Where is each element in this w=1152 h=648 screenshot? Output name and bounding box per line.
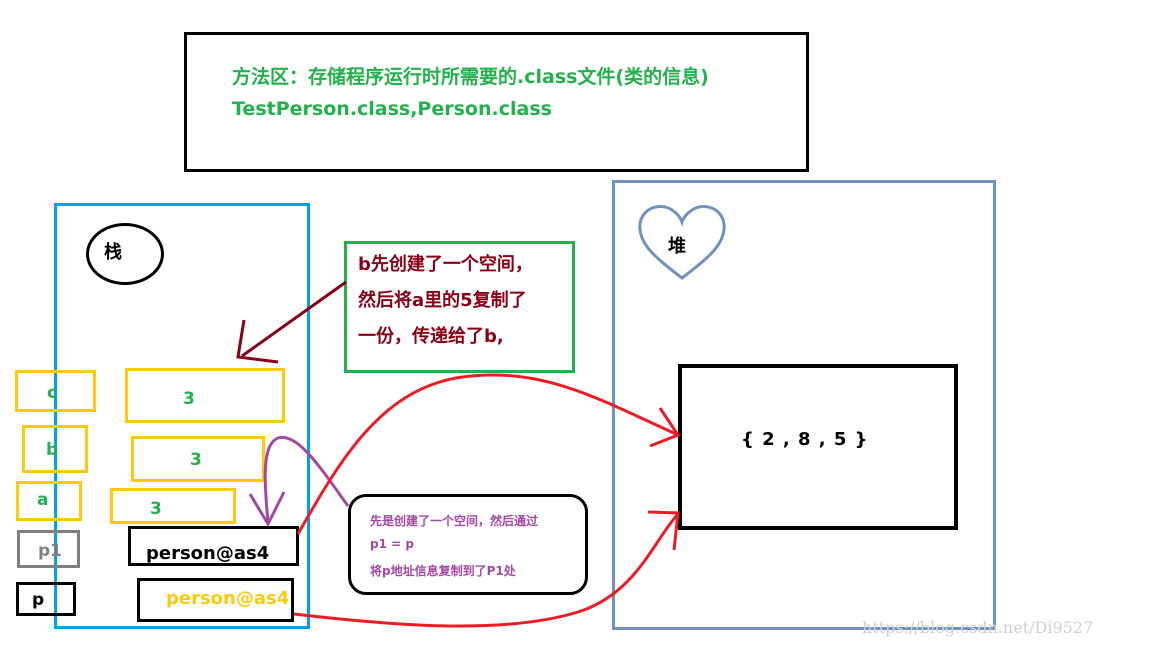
heap-array-object [678,364,958,530]
stack-area-box [54,203,310,629]
note-b-line: 然后将a里的5复制了 [358,290,527,311]
heap-array-values: { 2 , 8 , 5 } [741,429,869,450]
var-value-box-p [137,578,294,622]
var-name-box-a [16,481,82,521]
var-name-a: a [37,490,49,510]
var-name-box-c [15,370,96,412]
var-name-p1: p1 [38,541,62,561]
var-name-box-b [22,425,88,473]
copy-arrow [236,280,347,364]
var-value-p: person@as4 [166,588,290,609]
var-name-b: b [46,440,59,460]
p1-reference-arrow [296,373,681,535]
note-b-line: 一份，传递给了b, [358,326,504,347]
watermark: https://blog.csdn.net/Di9527 [862,618,1094,637]
note-p1-line: p1 = p [370,537,414,551]
var-name-p: p [32,590,45,610]
var-name-c: c [47,383,58,403]
heap-label: 堆 [668,236,686,257]
method-area-classes: TestPerson.class,Person.class [232,98,552,120]
var-name-box-p1 [17,530,80,568]
var-value-box-c [125,368,285,423]
var-value-box-a [110,488,236,524]
stack-label: 栈 [104,242,122,263]
note-b-line: b先创建了一个空间， [358,254,533,275]
note-p1-line: 先是创建了一个空间，然后通过 [370,514,539,528]
note-p1-line: 将p地址信息复制到了P1处 [370,564,516,578]
stack-label-ellipse [86,223,164,285]
var-value-p1: person@as4 [146,543,270,564]
var-value-a: 3 [150,499,162,519]
var-value-box-p1 [128,526,299,566]
note-p1-copy-box [348,494,588,595]
var-value-c: 3 [183,389,195,409]
p-reference-arrow [293,510,680,628]
var-value-box-b [131,436,265,482]
method-area-box [184,32,809,172]
method-area-description: 方法区：存储程序运行时所需要的.class文件(类的信息) [232,66,709,88]
note-b-copy-box [344,241,575,373]
p1-copy-arrow [248,435,350,528]
var-value-b: 3 [190,450,202,470]
var-name-box-p [16,582,76,616]
heart-icon [638,205,726,280]
